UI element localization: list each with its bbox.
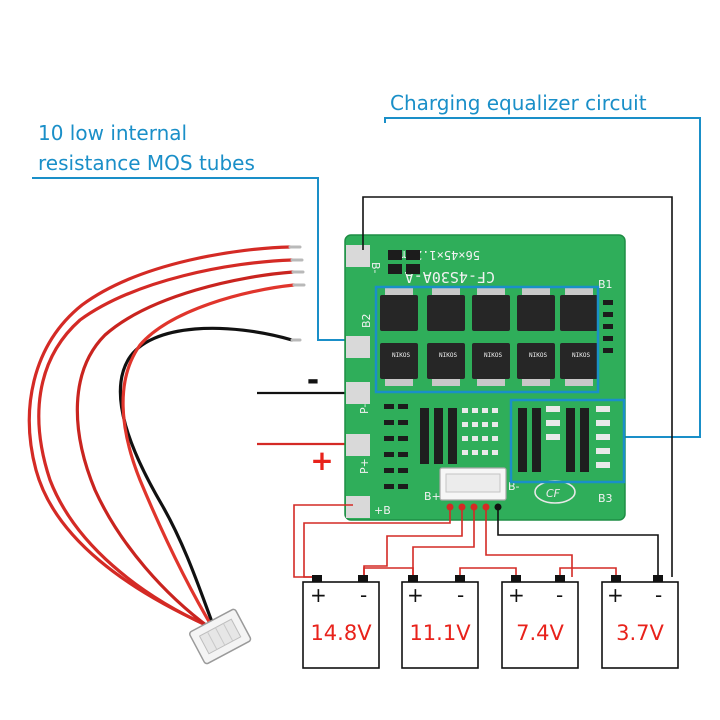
ic-chips-right bbox=[518, 408, 589, 472]
minus-sign: - bbox=[307, 363, 319, 398]
cable-wire-red-4 bbox=[121, 283, 296, 632]
pad-b2-label: B2 bbox=[360, 313, 373, 328]
battery-1-voltage: 14.8V bbox=[310, 621, 372, 645]
resistor-array bbox=[462, 408, 498, 455]
cable-connector bbox=[189, 608, 252, 665]
mos-markings: NIKOS NIKOS NIKOS NIKOS NIKOS bbox=[392, 352, 590, 359]
smd-right-column bbox=[603, 300, 613, 353]
pad-p-minus bbox=[346, 382, 370, 404]
svg-text:NIKOS: NIKOS bbox=[529, 352, 547, 359]
battery-2-plus: + bbox=[407, 583, 424, 607]
svg-text:NIKOS: NIKOS bbox=[439, 352, 457, 359]
battery-1: + - 14.8V bbox=[302, 575, 380, 669]
battery-3: + - 7.4V bbox=[501, 575, 579, 669]
mos-row-top bbox=[380, 295, 598, 331]
pad-p-minus-label: P- bbox=[358, 404, 371, 414]
battery-4-plus: + bbox=[607, 583, 624, 607]
battery-3-minus: - bbox=[556, 583, 563, 607]
board-size-text: 56×45×1.2mm bbox=[401, 248, 480, 262]
conn-b-minus-label: B- bbox=[508, 480, 520, 493]
cable-wire-tips bbox=[288, 245, 306, 342]
pad-b-minus-label: B- bbox=[369, 262, 382, 274]
pad-b-minus bbox=[346, 245, 370, 267]
pcb-board: B- B2 P- P+ +B B1 B3 56×45×1.2mm CF-4S30… bbox=[344, 234, 626, 521]
battery-3-plus: + bbox=[508, 583, 525, 607]
pad-b1-label: B1 bbox=[598, 278, 613, 291]
svg-text:NIKOS: NIKOS bbox=[484, 352, 502, 359]
pad-b-plus-label: +B bbox=[374, 504, 391, 517]
cable-wire-red-2 bbox=[37, 258, 294, 628]
cable-wire-red-1 bbox=[27, 245, 292, 626]
plus-sign: + bbox=[310, 444, 333, 477]
equalizer-highlight-box bbox=[509, 398, 626, 484]
mos-row-bottom bbox=[380, 343, 598, 379]
battery-2-voltage: 11.1V bbox=[409, 621, 471, 645]
battery-4-voltage: 3.7V bbox=[616, 621, 664, 645]
svg-text:NIKOS: NIKOS bbox=[392, 352, 410, 359]
pad-b3-label: B3 bbox=[598, 492, 613, 505]
mos-callout-line1: 10 low internal bbox=[38, 121, 187, 145]
battery-3-voltage: 7.4V bbox=[516, 621, 564, 645]
equalizer-callout: Charging equalizer circuit bbox=[384, 91, 701, 438]
svg-text:NIKOS: NIKOS bbox=[572, 352, 590, 359]
equalizer-resistors bbox=[546, 406, 610, 468]
pad-p-plus-label: P+ bbox=[358, 458, 371, 474]
pad-b2 bbox=[346, 336, 370, 358]
mos-highlight-box bbox=[374, 285, 600, 394]
battery-2: + - 11.1V bbox=[401, 575, 479, 669]
ic-chips-left bbox=[420, 408, 457, 464]
equalizer-callout-label: Charging equalizer circuit bbox=[390, 91, 647, 115]
pad-p-plus bbox=[346, 434, 370, 456]
balance-cable bbox=[27, 245, 296, 632]
mos-callout: 10 low internal resistance MOS tubes bbox=[32, 121, 378, 341]
smd-lower-left bbox=[384, 404, 408, 489]
mos-tabs-bottom bbox=[385, 379, 593, 386]
conn-b-plus-label: B+ bbox=[424, 490, 441, 503]
cable-wire-black bbox=[118, 326, 294, 624]
battery-1-minus: - bbox=[360, 583, 367, 607]
mos-tabs-top bbox=[385, 288, 593, 295]
cable-wire-red-3 bbox=[75, 270, 295, 630]
pad-b-plus bbox=[346, 496, 370, 518]
battery-1-plus: + bbox=[310, 583, 327, 607]
board-model-text: CF-4S30A-A bbox=[405, 268, 495, 286]
battery-wiring bbox=[293, 196, 673, 578]
battery-4: + - 3.7V bbox=[601, 575, 679, 669]
svg-text:CF: CF bbox=[546, 487, 561, 500]
board-balance-connector: B+ B- bbox=[424, 467, 520, 511]
battery-4-minus: - bbox=[655, 583, 662, 607]
battery-2-minus: - bbox=[457, 583, 464, 607]
mos-callout-line2: resistance MOS tubes bbox=[38, 151, 255, 175]
